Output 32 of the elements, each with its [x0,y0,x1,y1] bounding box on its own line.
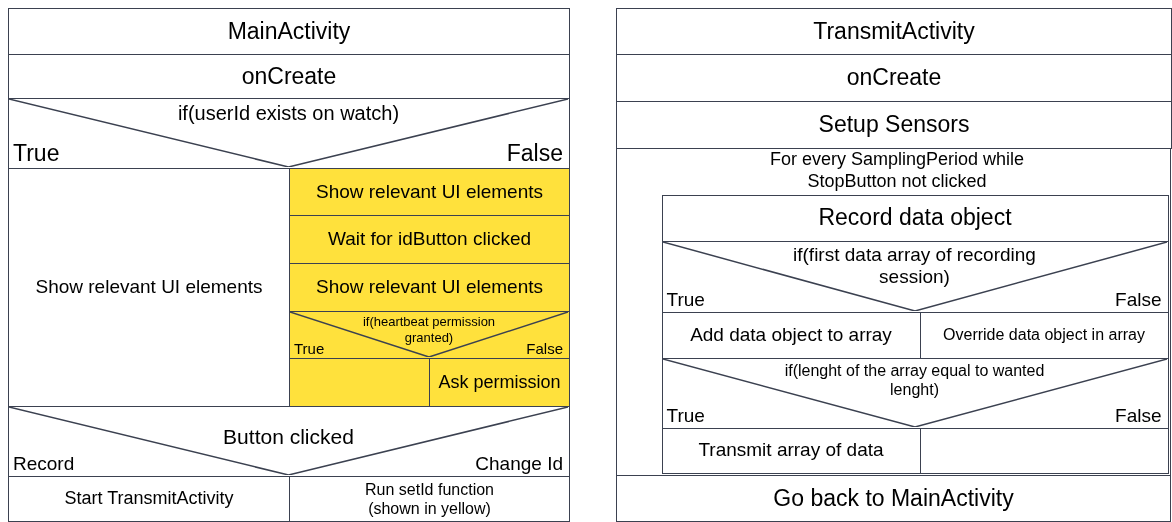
branch-label: False [526,340,563,358]
branch-label: True [294,340,325,358]
process-step: onCreate [8,54,570,99]
process-step: Run setId function (shown in yellow) [289,476,570,522]
condition-text: if(userId exists on watch) [176,101,401,125]
process-step: Ask permission [429,358,570,407]
process-step: Wait for idButton clicked [289,215,570,264]
branch-label: Record [13,453,75,476]
branch-label: True [666,404,705,428]
empty-step [919,427,1169,474]
process-step: Go back to MainActivity [616,475,1171,522]
branch-label: False [1115,404,1162,428]
process-step: Show relevant UI elements [289,168,570,216]
process-step: Record data object [661,194,1169,242]
process-step: Setup Sensors [616,101,1172,149]
loop-condition: For every SamplingPeriod while StopButton not clicked [768,149,1026,193]
branch-label: False [506,140,563,168]
process-step: onCreate [616,54,1172,102]
process-step: MainActivity [8,8,570,55]
process-step: Transmit array of data [661,427,921,474]
condition-text: if(first data array of recording session) [792,243,1037,290]
branch-label: False [1115,288,1162,312]
condition-text: if(lenght of the array equal to wanted lenght) [783,360,1046,399]
process-step: TransmitActivity [616,8,1172,55]
branch-label: Change Id [475,453,563,476]
condition-text: if(heartbeat permission granted) [361,314,497,346]
loop-block [616,148,1171,476]
process-step: Start TransmitActivity [8,476,290,522]
branch-label: True [666,288,705,312]
branch-label: True [13,140,60,168]
process-step: Show relevant UI elements [289,263,570,312]
condition-text: Button clicked [222,424,355,450]
